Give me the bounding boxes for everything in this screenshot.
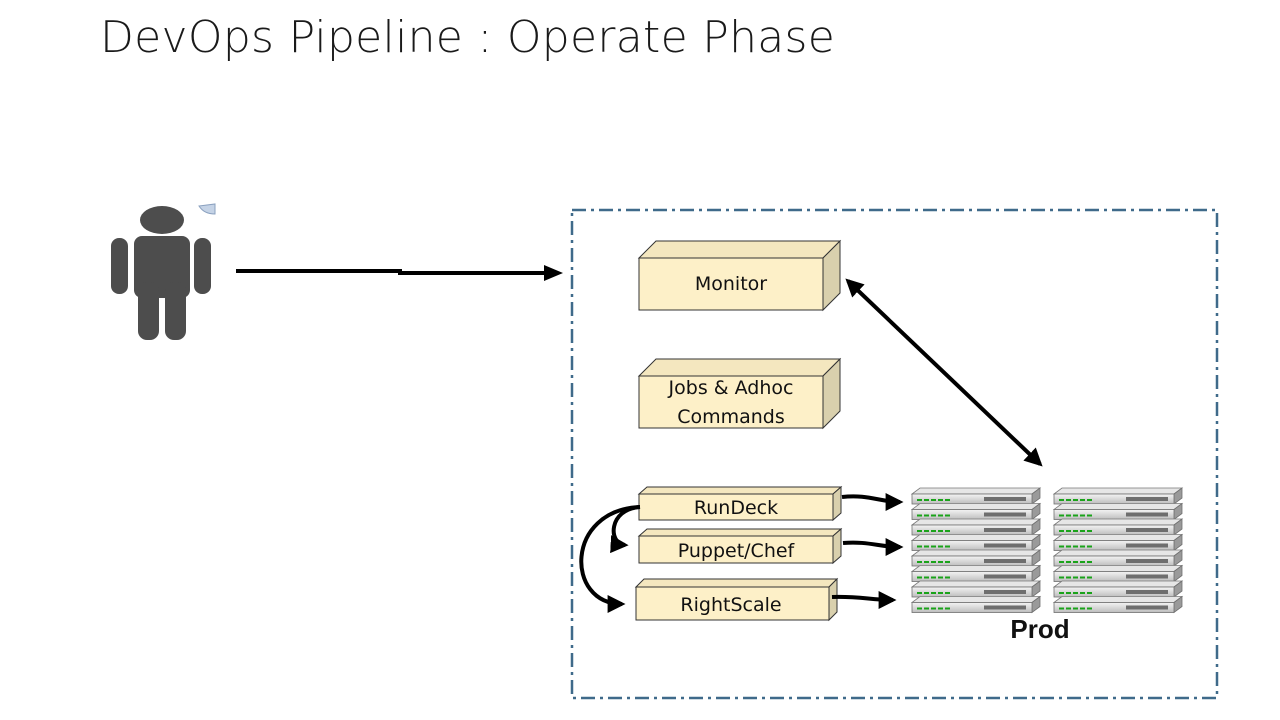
server-unit xyxy=(911,533,1041,552)
server-rack-icon xyxy=(1053,487,1183,614)
prod-label: Prod xyxy=(1010,614,1069,644)
puppet-chef-label: Puppet/Chef xyxy=(678,540,796,562)
server-unit xyxy=(1053,580,1183,598)
server-unit xyxy=(911,518,1041,536)
monitor-label: Monitor xyxy=(695,273,767,295)
server-unit xyxy=(911,595,1041,614)
server-unit xyxy=(1053,549,1183,567)
server-unit xyxy=(1053,518,1183,536)
jobs-adhoc-box[interactable]: Jobs & Adhoc Commands xyxy=(637,357,842,430)
rightscale-to-prod-arrow xyxy=(831,590,897,609)
rundeck-to-rightscale-arrow xyxy=(579,505,641,613)
server-unit xyxy=(1053,564,1183,583)
puppet-chef-box[interactable]: Puppet/Chef xyxy=(637,527,843,565)
rightscale-label: RightScale xyxy=(680,594,781,616)
rundeck-to-prod-arrow xyxy=(841,492,904,511)
server-unit xyxy=(911,564,1041,583)
server-unit xyxy=(911,502,1041,521)
puppet-to-prod-arrow xyxy=(842,537,904,556)
server-unit xyxy=(1053,533,1183,552)
rundeck-label: RunDeck xyxy=(694,497,778,519)
server-unit xyxy=(1053,595,1183,614)
server-unit xyxy=(1053,487,1183,505)
monitor-box[interactable]: Monitor xyxy=(637,239,842,312)
server-rack-icon xyxy=(911,487,1041,614)
server-unit xyxy=(911,580,1041,598)
person-icon xyxy=(111,206,211,340)
monitor-prod-double-arrow xyxy=(845,278,1043,467)
speech-bubble-fragment xyxy=(198,203,216,215)
server-unit xyxy=(911,487,1041,505)
jobs-adhoc-label-line2: Commands xyxy=(677,406,785,428)
person-to-environment-arrow xyxy=(236,265,563,281)
server-unit xyxy=(1053,502,1183,521)
rightscale-box[interactable]: RightScale xyxy=(634,577,839,622)
jobs-adhoc-label-line1: Jobs & Adhoc xyxy=(668,377,794,399)
rundeck-box[interactable]: RunDeck xyxy=(637,485,843,522)
slide-title: DevOps Pipeline : Operate Phase xyxy=(100,12,836,63)
server-unit xyxy=(911,549,1041,567)
